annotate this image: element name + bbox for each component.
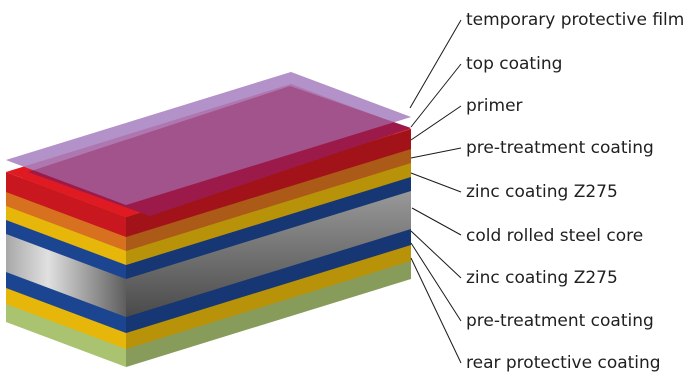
leader-line-zinc-top — [410, 172, 462, 193]
leader-line-pre-treatment-bottom — [410, 242, 462, 322]
layer-stack — [6, 72, 411, 367]
layer-side-face — [126, 225, 411, 333]
label-primer: primer — [466, 96, 523, 116]
layer-front-face — [6, 268, 126, 333]
layer-front-face — [6, 232, 126, 317]
leader-line-primer — [410, 105, 462, 141]
label-top-coating: top coating — [466, 54, 562, 74]
label-zinc-coating-top: zinc coating Z275 — [466, 182, 618, 202]
layer-labels: temporary protective film top coating pr… — [409, 10, 684, 373]
label-pre-treatment-coating-bottom: pre-treatment coating — [466, 311, 654, 331]
label-cold-rolled-steel-core: cold rolled steel core — [466, 226, 643, 246]
label-rear-protective-coating: rear protective coating — [466, 353, 661, 373]
layer-side-face — [126, 129, 411, 237]
layer-front-face — [6, 300, 126, 367]
layer-side-face — [126, 189, 411, 317]
leader-line-pre-treatment-top — [410, 147, 462, 159]
leader-line-steel-core — [411, 207, 462, 236]
label-zinc-coating-bottom: zinc coating Z275 — [466, 268, 618, 288]
temporary-film-overlay — [6, 72, 411, 205]
label-temporary-protective-film: temporary protective film — [466, 10, 684, 30]
layer-front-face — [6, 172, 126, 237]
layer-side-face — [126, 257, 411, 367]
leader-line-rear-protective — [410, 257, 462, 364]
label-pre-treatment-coating-top: pre-treatment coating — [466, 138, 654, 158]
leader-line-top-coating — [410, 63, 462, 128]
leader-line-temporary-protective-film — [409, 19, 462, 109]
leader-line-zinc-bottom — [410, 230, 462, 279]
